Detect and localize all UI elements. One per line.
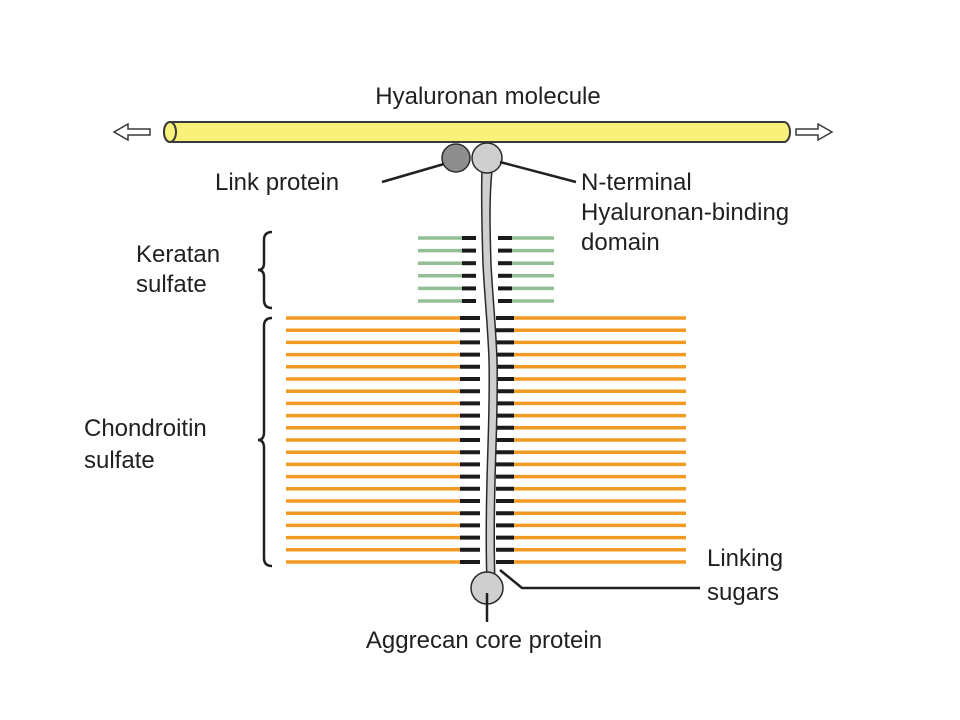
n-terminal-label-line3: domain <box>581 229 660 256</box>
hyaluronan-label: Hyaluronan molecule <box>375 83 600 110</box>
core-protein-shaft <box>480 169 499 586</box>
link-protein-leader <box>381 162 445 184</box>
aggrecan-core-protein <box>441 142 504 605</box>
link-protein-icon <box>441 143 471 173</box>
glycosaminoglycan-chains <box>286 236 686 564</box>
left-arrow-icon <box>112 122 151 142</box>
n-terminal-leader <box>499 160 577 184</box>
n-terminal-domain-icon <box>471 142 503 174</box>
n-terminal-label-line2: Hyaluronan-binding <box>581 199 789 226</box>
keratan-label-line1: Keratan <box>136 241 220 268</box>
right-arrow-icon <box>795 122 834 142</box>
chondroitin-label-line2: sulfate <box>84 447 155 474</box>
hyaluronan-molecule <box>112 121 834 143</box>
n-terminal-label-line1: N-terminal <box>581 169 692 196</box>
link-protein-label: Link protein <box>215 169 339 196</box>
chondroitin-label-line1: Chondroitin <box>84 415 207 442</box>
chondroitin-bracket <box>257 316 273 568</box>
hyaluronan-rod-end <box>163 121 177 143</box>
linking-sugars-label-line2: sugars <box>707 579 779 606</box>
keratan-bracket <box>257 230 273 310</box>
hyaluronan-rod <box>163 121 791 143</box>
linking-sugars-label-line1: Linking <box>707 545 783 572</box>
aggrecan-label: Aggrecan core protein <box>366 627 602 654</box>
keratan-label-line2: sulfate <box>136 271 207 298</box>
linking-sugars-leader <box>499 569 700 590</box>
